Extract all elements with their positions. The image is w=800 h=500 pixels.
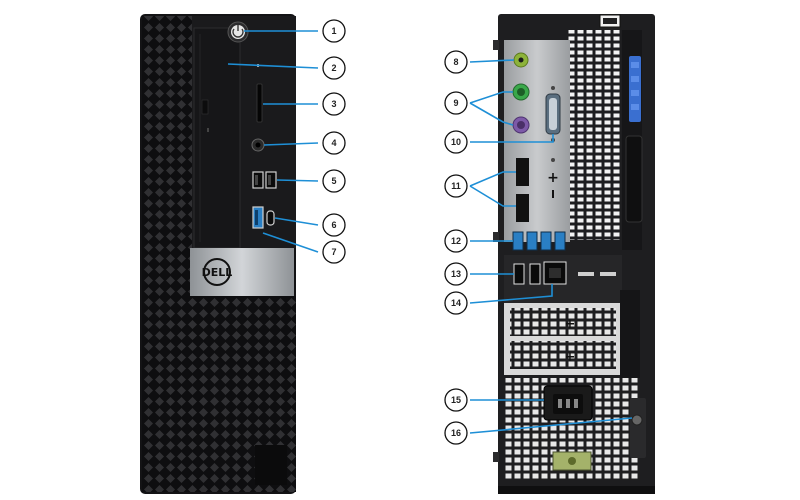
callout-number: 13 <box>451 269 461 279</box>
callout-number: 1 <box>331 26 336 36</box>
callout-16: 16 <box>444 421 468 445</box>
callout-13: 13 <box>444 262 468 286</box>
displayport-2 <box>516 194 529 222</box>
callout-10: 10 <box>444 130 468 154</box>
optical-drive-eject <box>201 99 209 115</box>
callout-number: 12 <box>451 236 461 246</box>
front-silver-panel <box>190 248 294 296</box>
front-view: DELL <box>140 14 296 494</box>
callout-number: 16 <box>451 428 461 438</box>
callout-number: 8 <box>453 57 458 67</box>
svg-text:+: + <box>547 170 559 186</box>
callout-7: 7 <box>322 240 346 264</box>
callout-4: 4 <box>322 131 346 155</box>
rear-view: + + + <box>493 14 655 494</box>
callout-lines <box>227 30 633 434</box>
callout-number: 6 <box>331 220 336 230</box>
callout-circle <box>444 91 468 115</box>
callout-6: 6 <box>322 213 346 237</box>
callout-circle <box>444 262 468 286</box>
callout-circle <box>444 50 468 74</box>
usb-type-c-port <box>266 210 275 226</box>
svg-text:+: + <box>565 350 576 365</box>
callout-3: 3 <box>322 92 346 116</box>
callout-circle <box>444 130 468 154</box>
callout-number: 14 <box>451 298 461 308</box>
power-supply-handle <box>630 398 646 458</box>
callout-number: 11 <box>451 181 461 191</box>
svg-text:+: + <box>565 317 576 332</box>
front-left-mesh <box>142 16 192 492</box>
displayport-1 <box>516 158 529 186</box>
callout-circle <box>444 388 468 412</box>
callout-circle <box>444 229 468 253</box>
dell-logo <box>203 258 231 286</box>
sd-card-reader <box>256 83 263 123</box>
callout-14: 14 <box>444 291 468 315</box>
callout-circle <box>444 291 468 315</box>
callout-number: 5 <box>331 176 336 186</box>
callout-circle <box>322 169 346 193</box>
optical-drive <box>193 27 241 249</box>
dell-logo-text: DELL <box>202 266 233 279</box>
callout-circle <box>322 92 346 116</box>
callout-5: 5 <box>322 169 346 193</box>
callout-circle <box>322 131 346 155</box>
callout-8: 8 <box>444 50 468 74</box>
usb-2-ports-front <box>252 171 277 189</box>
usb-3-ports-rear <box>512 231 566 251</box>
front-foot-block <box>255 445 287 485</box>
callout-number: 3 <box>331 99 336 109</box>
callout-9: 9 <box>444 91 468 115</box>
power-supply-diagnostic-button <box>631 414 643 426</box>
callout-number: 9 <box>453 98 458 108</box>
callout-circle <box>322 240 346 264</box>
callout-12: 12 <box>444 229 468 253</box>
callout-number: 4 <box>331 138 336 148</box>
callout-2: 2 <box>322 56 346 80</box>
callout-15: 15 <box>444 388 468 412</box>
callout-circle <box>322 56 346 80</box>
callout-1: 1 <box>322 19 346 43</box>
callout-number: 10 <box>451 137 461 147</box>
callout-number: 7 <box>331 247 336 257</box>
callout-circle <box>322 213 346 237</box>
callout-circle <box>322 19 346 43</box>
callout-number: 15 <box>451 395 461 405</box>
rear-io-shield <box>504 40 570 242</box>
callout-circle <box>444 174 468 198</box>
rear-upper-vent <box>568 30 620 240</box>
callout-circle <box>444 421 468 445</box>
callout-number: 2 <box>331 63 336 73</box>
callout-11: 11 <box>444 174 468 198</box>
